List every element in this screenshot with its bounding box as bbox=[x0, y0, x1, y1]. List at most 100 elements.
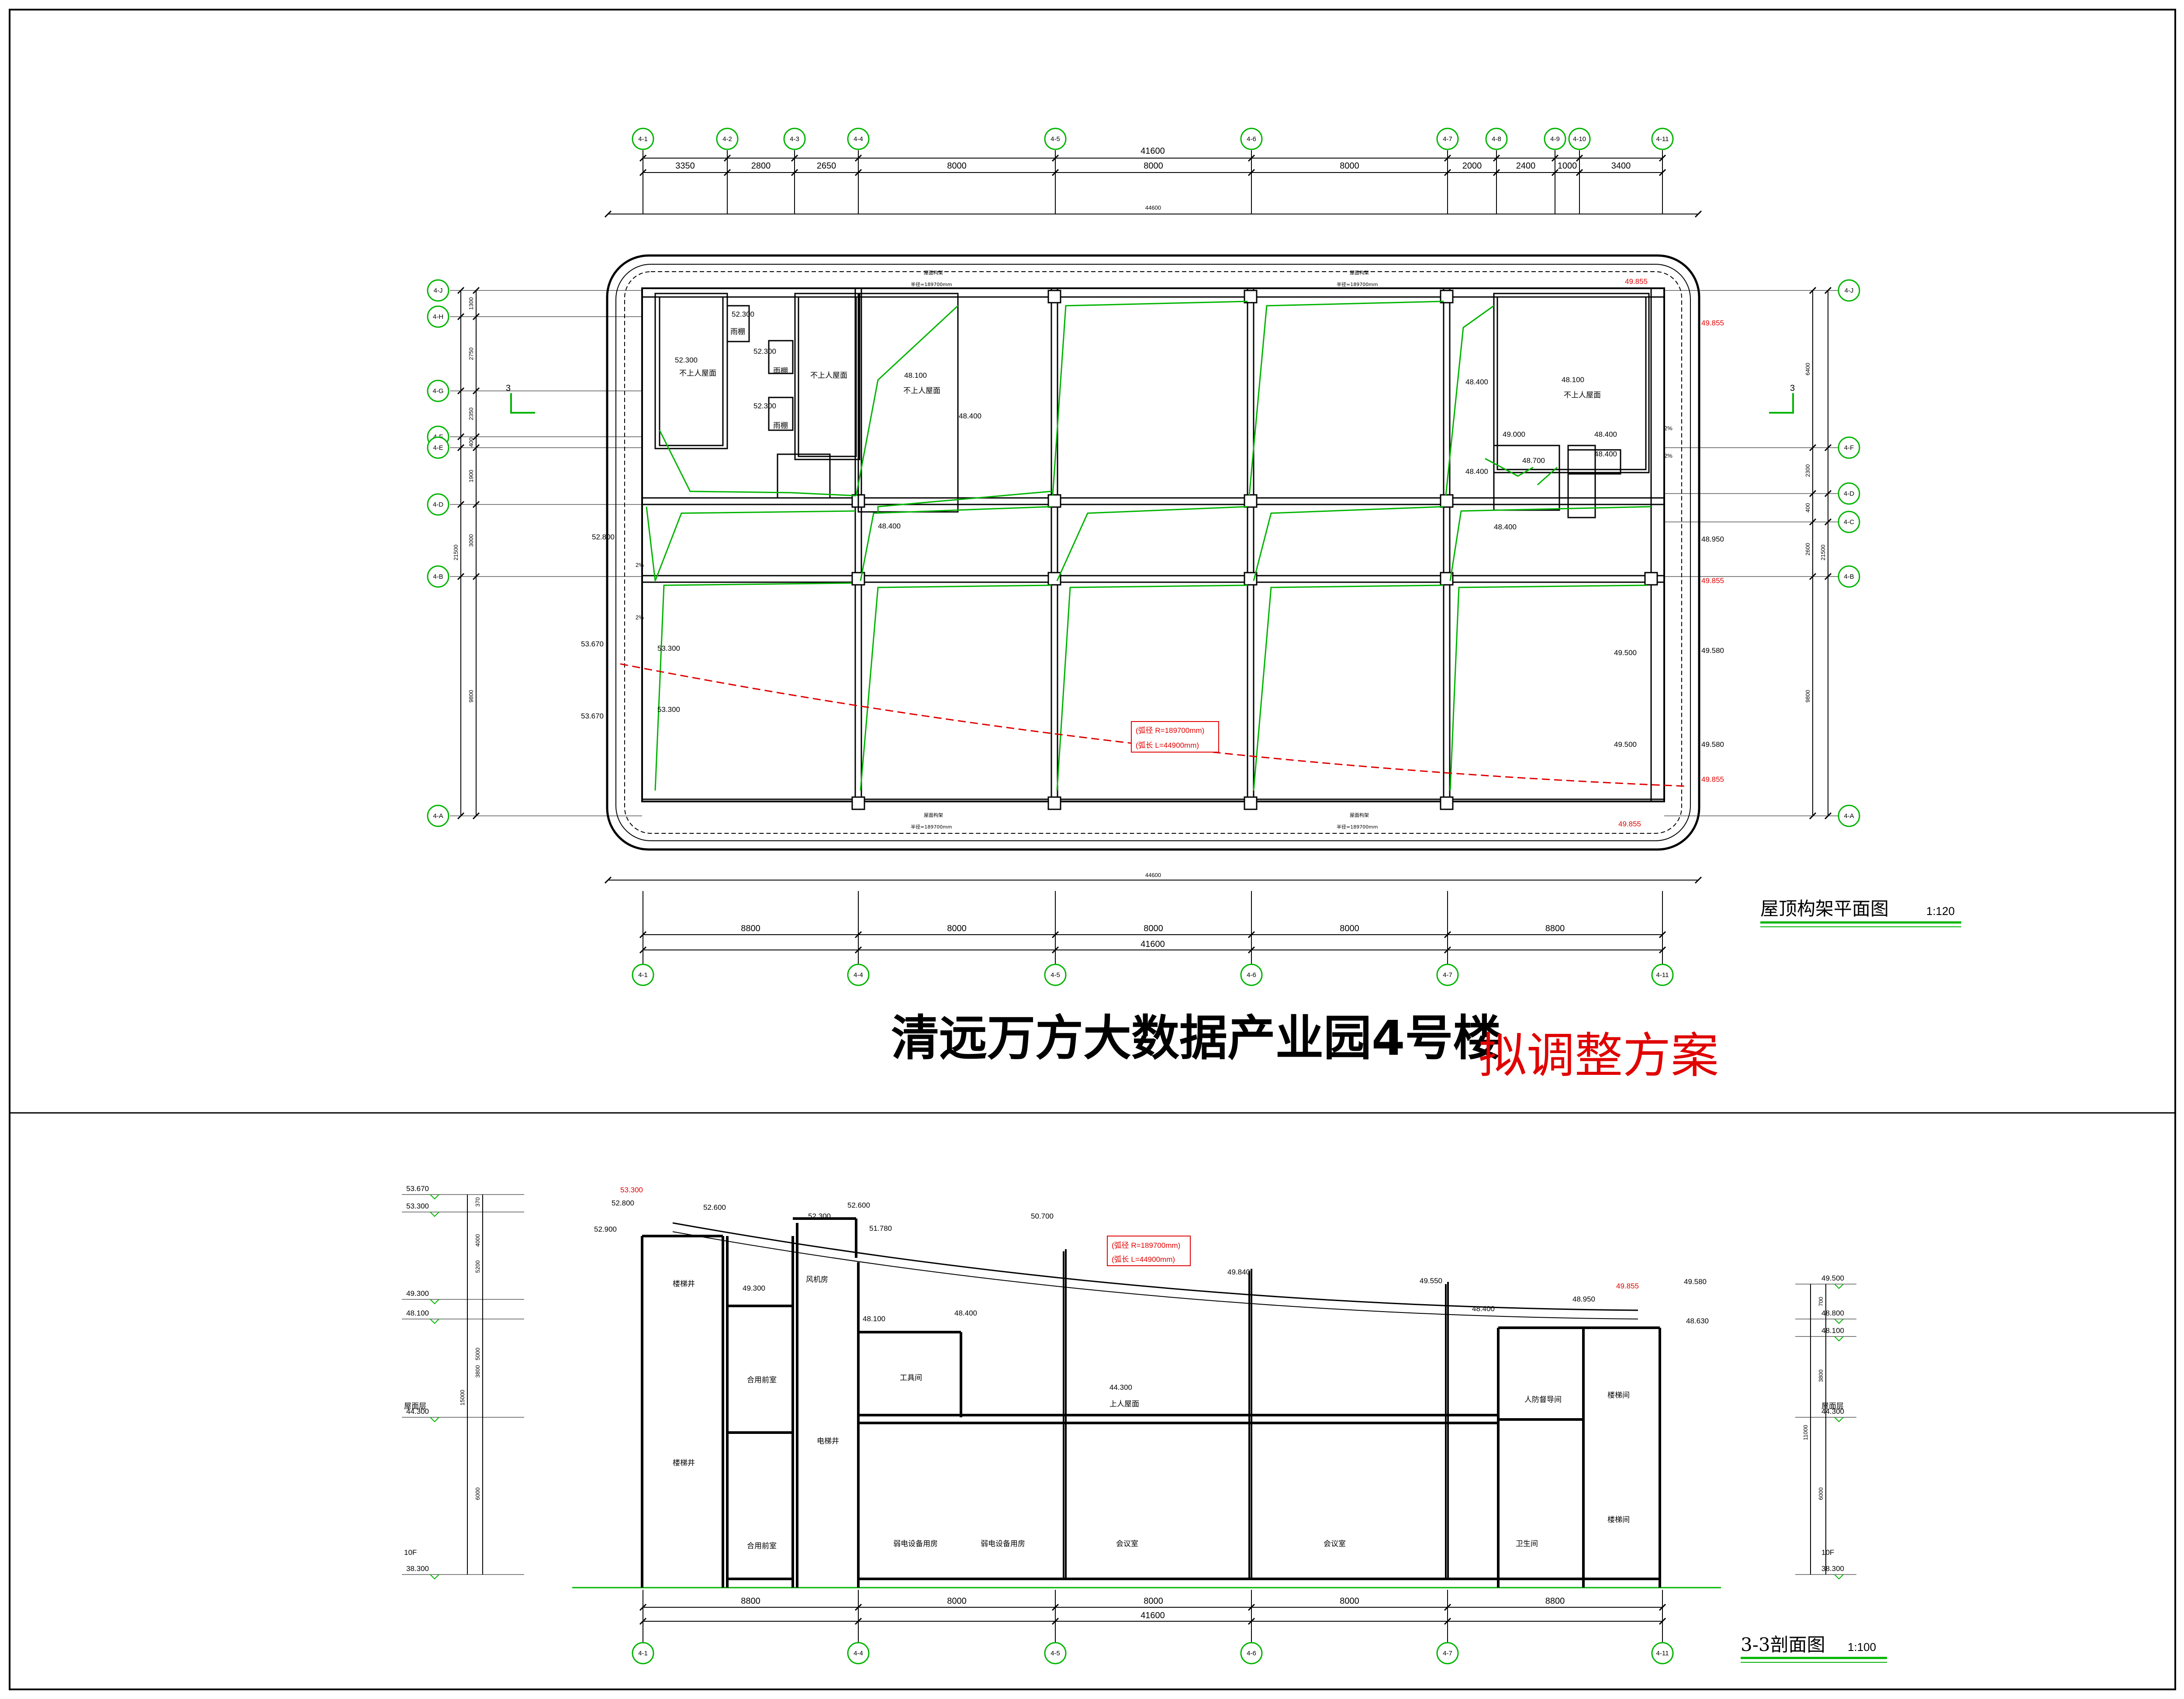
svg-text:4-4: 4-4 bbox=[854, 971, 863, 979]
level-label: 49.300 bbox=[406, 1289, 429, 1298]
grid-bubble: 4-1 bbox=[632, 1642, 654, 1664]
floor-label: 10F bbox=[404, 1548, 417, 1557]
dim-total: 41600 bbox=[1140, 1611, 1165, 1620]
level-label: 53.300 bbox=[620, 1186, 643, 1194]
dim-segment: 8000 bbox=[1340, 924, 1359, 933]
dim-segment: 6400 bbox=[1804, 363, 1811, 376]
dim-total: 41600 bbox=[1140, 939, 1165, 949]
level-label: 48.100 bbox=[406, 1309, 429, 1317]
plan-title: 屋顶构架平面图 bbox=[1760, 898, 1889, 919]
section-mark-left: 3 bbox=[506, 383, 535, 414]
room-label: 楼梯井 bbox=[673, 1459, 695, 1468]
svg-text:3: 3 bbox=[1790, 383, 1795, 393]
svg-text:4-4: 4-4 bbox=[854, 1650, 863, 1657]
grid-bubble: 4-7 bbox=[1436, 963, 1459, 986]
svg-text:4-10: 4-10 bbox=[1573, 135, 1586, 143]
room-label: 工具间 bbox=[900, 1374, 922, 1382]
svg-text:4-3: 4-3 bbox=[790, 135, 799, 143]
grid-bubble: 4-5 bbox=[1044, 128, 1067, 150]
svg-text:4-5: 4-5 bbox=[1051, 1650, 1060, 1657]
svg-text:4-1: 4-1 bbox=[638, 1650, 648, 1657]
level-label: 48.400 bbox=[1465, 378, 1488, 386]
dim-segment: 3800 bbox=[1818, 1370, 1824, 1382]
level-label: 52.300 bbox=[753, 402, 776, 410]
grid-bubble: 4-2 bbox=[716, 128, 739, 150]
room-label: 会议室 bbox=[1324, 1540, 1346, 1548]
beam-note-bottom-right: 屋面构架 bbox=[1350, 812, 1369, 818]
dim-segment: 8000 bbox=[1340, 161, 1359, 171]
level-label: 52.300 bbox=[808, 1212, 831, 1220]
level-label: 48.400 bbox=[1494, 523, 1517, 531]
svg-text:4-7: 4-7 bbox=[1443, 135, 1452, 143]
level-label: 48.400 bbox=[1465, 467, 1488, 476]
grid-bubble: 4-11 bbox=[1651, 963, 1674, 986]
level-label: 48.400 bbox=[1472, 1305, 1495, 1313]
dim-segment: 8800 bbox=[741, 924, 760, 933]
radius-note-top-left: 半径=189700mm bbox=[911, 281, 952, 287]
dim-total: 21500 bbox=[453, 545, 459, 560]
dim-segment: 4000 bbox=[474, 1234, 481, 1247]
level-label: 44.300 bbox=[1821, 1407, 1844, 1416]
section-structure bbox=[641, 1217, 1661, 1588]
edge-level: 49.500 bbox=[1614, 740, 1637, 749]
level-label: 38.300 bbox=[1821, 1564, 1844, 1573]
dim-total: 41600 bbox=[1140, 146, 1165, 156]
dim-total: 21500 bbox=[1820, 545, 1826, 560]
slope-label: 2% bbox=[636, 614, 644, 621]
room-label: 卫生间 bbox=[1516, 1540, 1538, 1548]
room-label: 人防督导间 bbox=[1524, 1395, 1562, 1404]
grid-bubble: 4-9 bbox=[1544, 128, 1566, 150]
grid-bubble: 4-J bbox=[427, 279, 449, 302]
dim-segment: 3800 bbox=[474, 1365, 481, 1378]
svg-text:4-J: 4-J bbox=[1845, 287, 1854, 294]
room-label: 楼梯间 bbox=[1607, 1516, 1630, 1524]
section-title: 3-3剖面图 bbox=[1741, 1634, 1825, 1655]
level-label: 48.800 bbox=[1821, 1309, 1844, 1317]
svg-text:4-4: 4-4 bbox=[854, 135, 863, 143]
scheme-label: 拟调整方案 bbox=[1479, 1028, 1719, 1084]
svg-text:4-8: 4-8 bbox=[1492, 135, 1501, 143]
level-label: 52.300 bbox=[732, 310, 754, 318]
room-label: 雨棚 bbox=[773, 367, 788, 376]
grid-bubble: 4-1 bbox=[632, 963, 654, 986]
edge-level: 49.855 bbox=[1701, 577, 1724, 585]
room-label: 雨棚 bbox=[773, 421, 788, 430]
svg-text:4-C: 4-C bbox=[1844, 518, 1854, 526]
level-label: 51.780 bbox=[869, 1224, 892, 1233]
edge-level: 49.580 bbox=[1701, 646, 1724, 655]
level-label: 48.700 bbox=[1522, 456, 1545, 465]
dim-segment: 700 bbox=[1818, 1297, 1824, 1306]
level-label: 52.900 bbox=[594, 1225, 617, 1233]
svg-text:4-E: 4-E bbox=[433, 444, 443, 452]
beam-note-top-right: 屋面构架 bbox=[1350, 269, 1369, 276]
arc-note-radius: (弧径 R=189700mm) bbox=[1136, 726, 1204, 735]
svg-text:4-9: 4-9 bbox=[1550, 135, 1560, 143]
grid-bubble: 4-D bbox=[427, 493, 449, 516]
grid-bubble: 4-6 bbox=[1240, 1642, 1263, 1664]
dim-segment: 2800 bbox=[751, 161, 771, 171]
dim-segment: 6000 bbox=[1818, 1488, 1824, 1500]
room-label: 不上人屋面 bbox=[810, 371, 847, 380]
dim-segment: 400 bbox=[1804, 503, 1811, 513]
edge-level: 49.855 bbox=[1625, 277, 1648, 286]
level-label: 48.400 bbox=[959, 412, 981, 420]
dim-segment: 15000 bbox=[459, 1390, 466, 1405]
floor-label: 10F bbox=[1821, 1548, 1834, 1557]
dim-segment: 11000 bbox=[1802, 1425, 1809, 1440]
grid-bubble: 4-11 bbox=[1651, 128, 1674, 150]
arc-note-length: (弧长 L=44900mm) bbox=[1136, 741, 1199, 749]
dim-segment: 8800 bbox=[741, 1596, 760, 1606]
roof-outline-outer bbox=[606, 254, 1700, 851]
level-label: 49.855 bbox=[1616, 1282, 1639, 1290]
grid-bubble: 4-A bbox=[427, 805, 449, 827]
level-label: 48.400 bbox=[1594, 450, 1617, 458]
grid-bubble: 4-7 bbox=[1436, 1642, 1459, 1664]
section-mark-right: 3 bbox=[1769, 383, 1795, 414]
dim-segment: 8000 bbox=[947, 1596, 967, 1606]
dim-segment: 8000 bbox=[1340, 1596, 1359, 1606]
level-label: 48.100 bbox=[904, 371, 927, 380]
edge-level: 53.670 bbox=[581, 640, 604, 648]
